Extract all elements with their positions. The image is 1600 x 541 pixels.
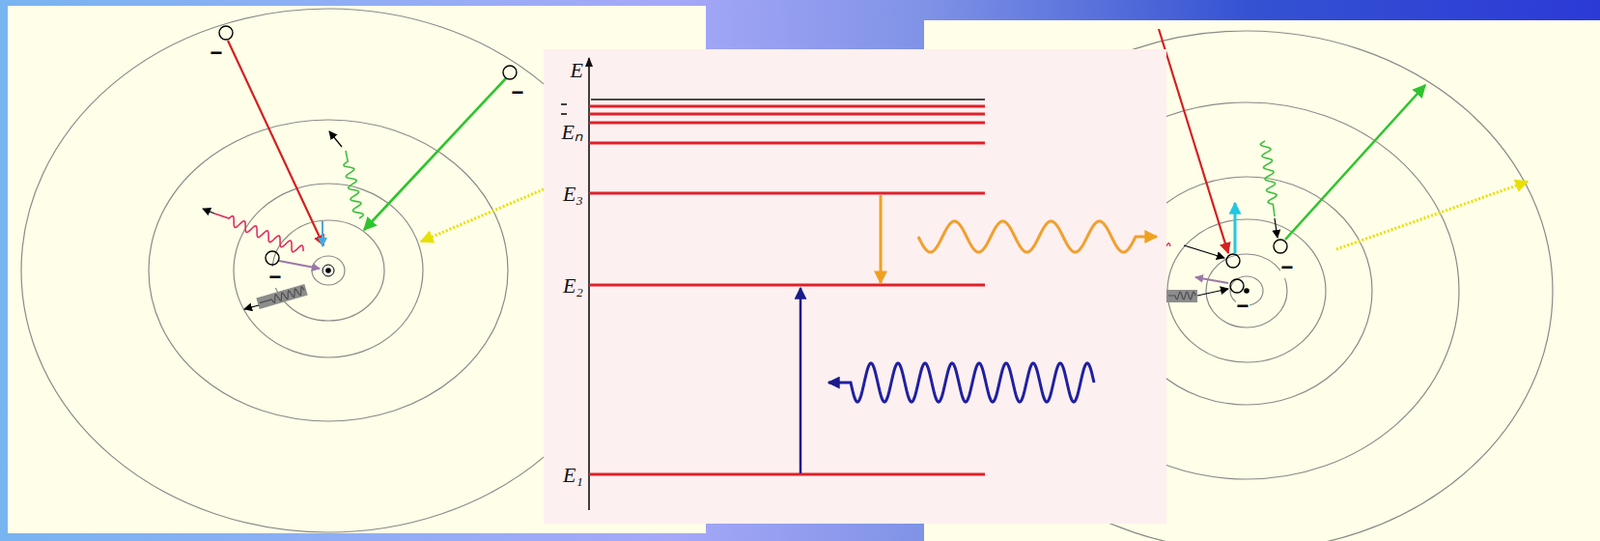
photon-direction-arrow [244, 305, 259, 309]
electron-transition-arrow [1195, 277, 1229, 283]
energy-level [589, 112, 985, 116]
nucleus-ring [322, 264, 335, 277]
emitted-photon [918, 221, 1157, 253]
energy-level-label: E₂ [562, 275, 584, 297]
electron-transition-arrow [227, 40, 324, 246]
orbit [21, 8, 636, 533]
photon-direction-arrow [1183, 245, 1225, 258]
orbit [1167, 219, 1326, 363]
nucleus [1243, 287, 1250, 294]
charge-sign: − [1235, 295, 1251, 317]
energy-level-label: E₁ [562, 464, 584, 486]
charge-sign: − [268, 266, 283, 288]
energy-level-label: E₃ [562, 183, 584, 205]
electron-transition-arrow [1336, 181, 1528, 250]
electron-transition-arrow [279, 260, 320, 269]
electron-transition-arrow [421, 189, 544, 242]
electron [219, 26, 233, 40]
charge-sign: − [1280, 256, 1295, 279]
emission-arrow [879, 195, 883, 283]
electron [1226, 253, 1240, 268]
photon-wave [1260, 140, 1277, 217]
energy-level [589, 283, 985, 287]
electron-transition-arrow [1158, 28, 1229, 253]
axis-tick [561, 103, 567, 106]
absorbed-photon [828, 363, 1095, 402]
ionization-level [590, 98, 985, 101]
charge-sign: − [510, 82, 526, 104]
energy-level-label: Eₙ [561, 121, 584, 143]
charge-sign: − [209, 42, 225, 64]
orbit [272, 220, 385, 321]
axis-tick [561, 112, 567, 115]
photon-direction-arrow [1274, 218, 1278, 238]
electron [503, 65, 517, 80]
photon-direction-arrow [1197, 288, 1229, 296]
photon-wave [214, 213, 304, 253]
photon-wave [343, 150, 364, 219]
photon-bar-body [1166, 289, 1198, 303]
energy-diagram-panel [543, 49, 1167, 524]
photon-wave [1168, 291, 1196, 300]
energy-level [589, 105, 985, 109]
energy-level [589, 192, 985, 196]
energy-level [589, 141, 985, 145]
orbit [311, 255, 345, 285]
electron [1273, 239, 1288, 253]
electron [1230, 279, 1244, 293]
electron-transition-arrow [364, 78, 506, 230]
energy-level [589, 121, 985, 125]
electron-transition-arrow [1285, 84, 1426, 240]
photon-wave [258, 286, 306, 308]
nucleus [325, 267, 332, 274]
absorption-arrow [799, 287, 803, 474]
electron [265, 251, 280, 265]
orbit [148, 119, 508, 422]
orbit [233, 183, 423, 358]
energy-level-label: E [570, 59, 584, 82]
electron-transition-arrow [1234, 202, 1237, 253]
photon-direction-arrow [202, 208, 215, 214]
orbit-group [21, 8, 636, 533]
energy-level [589, 473, 985, 477]
energy-levels [589, 106, 985, 475]
electron-transition-arrow [321, 221, 324, 247]
photon-direction-arrow [329, 131, 342, 147]
